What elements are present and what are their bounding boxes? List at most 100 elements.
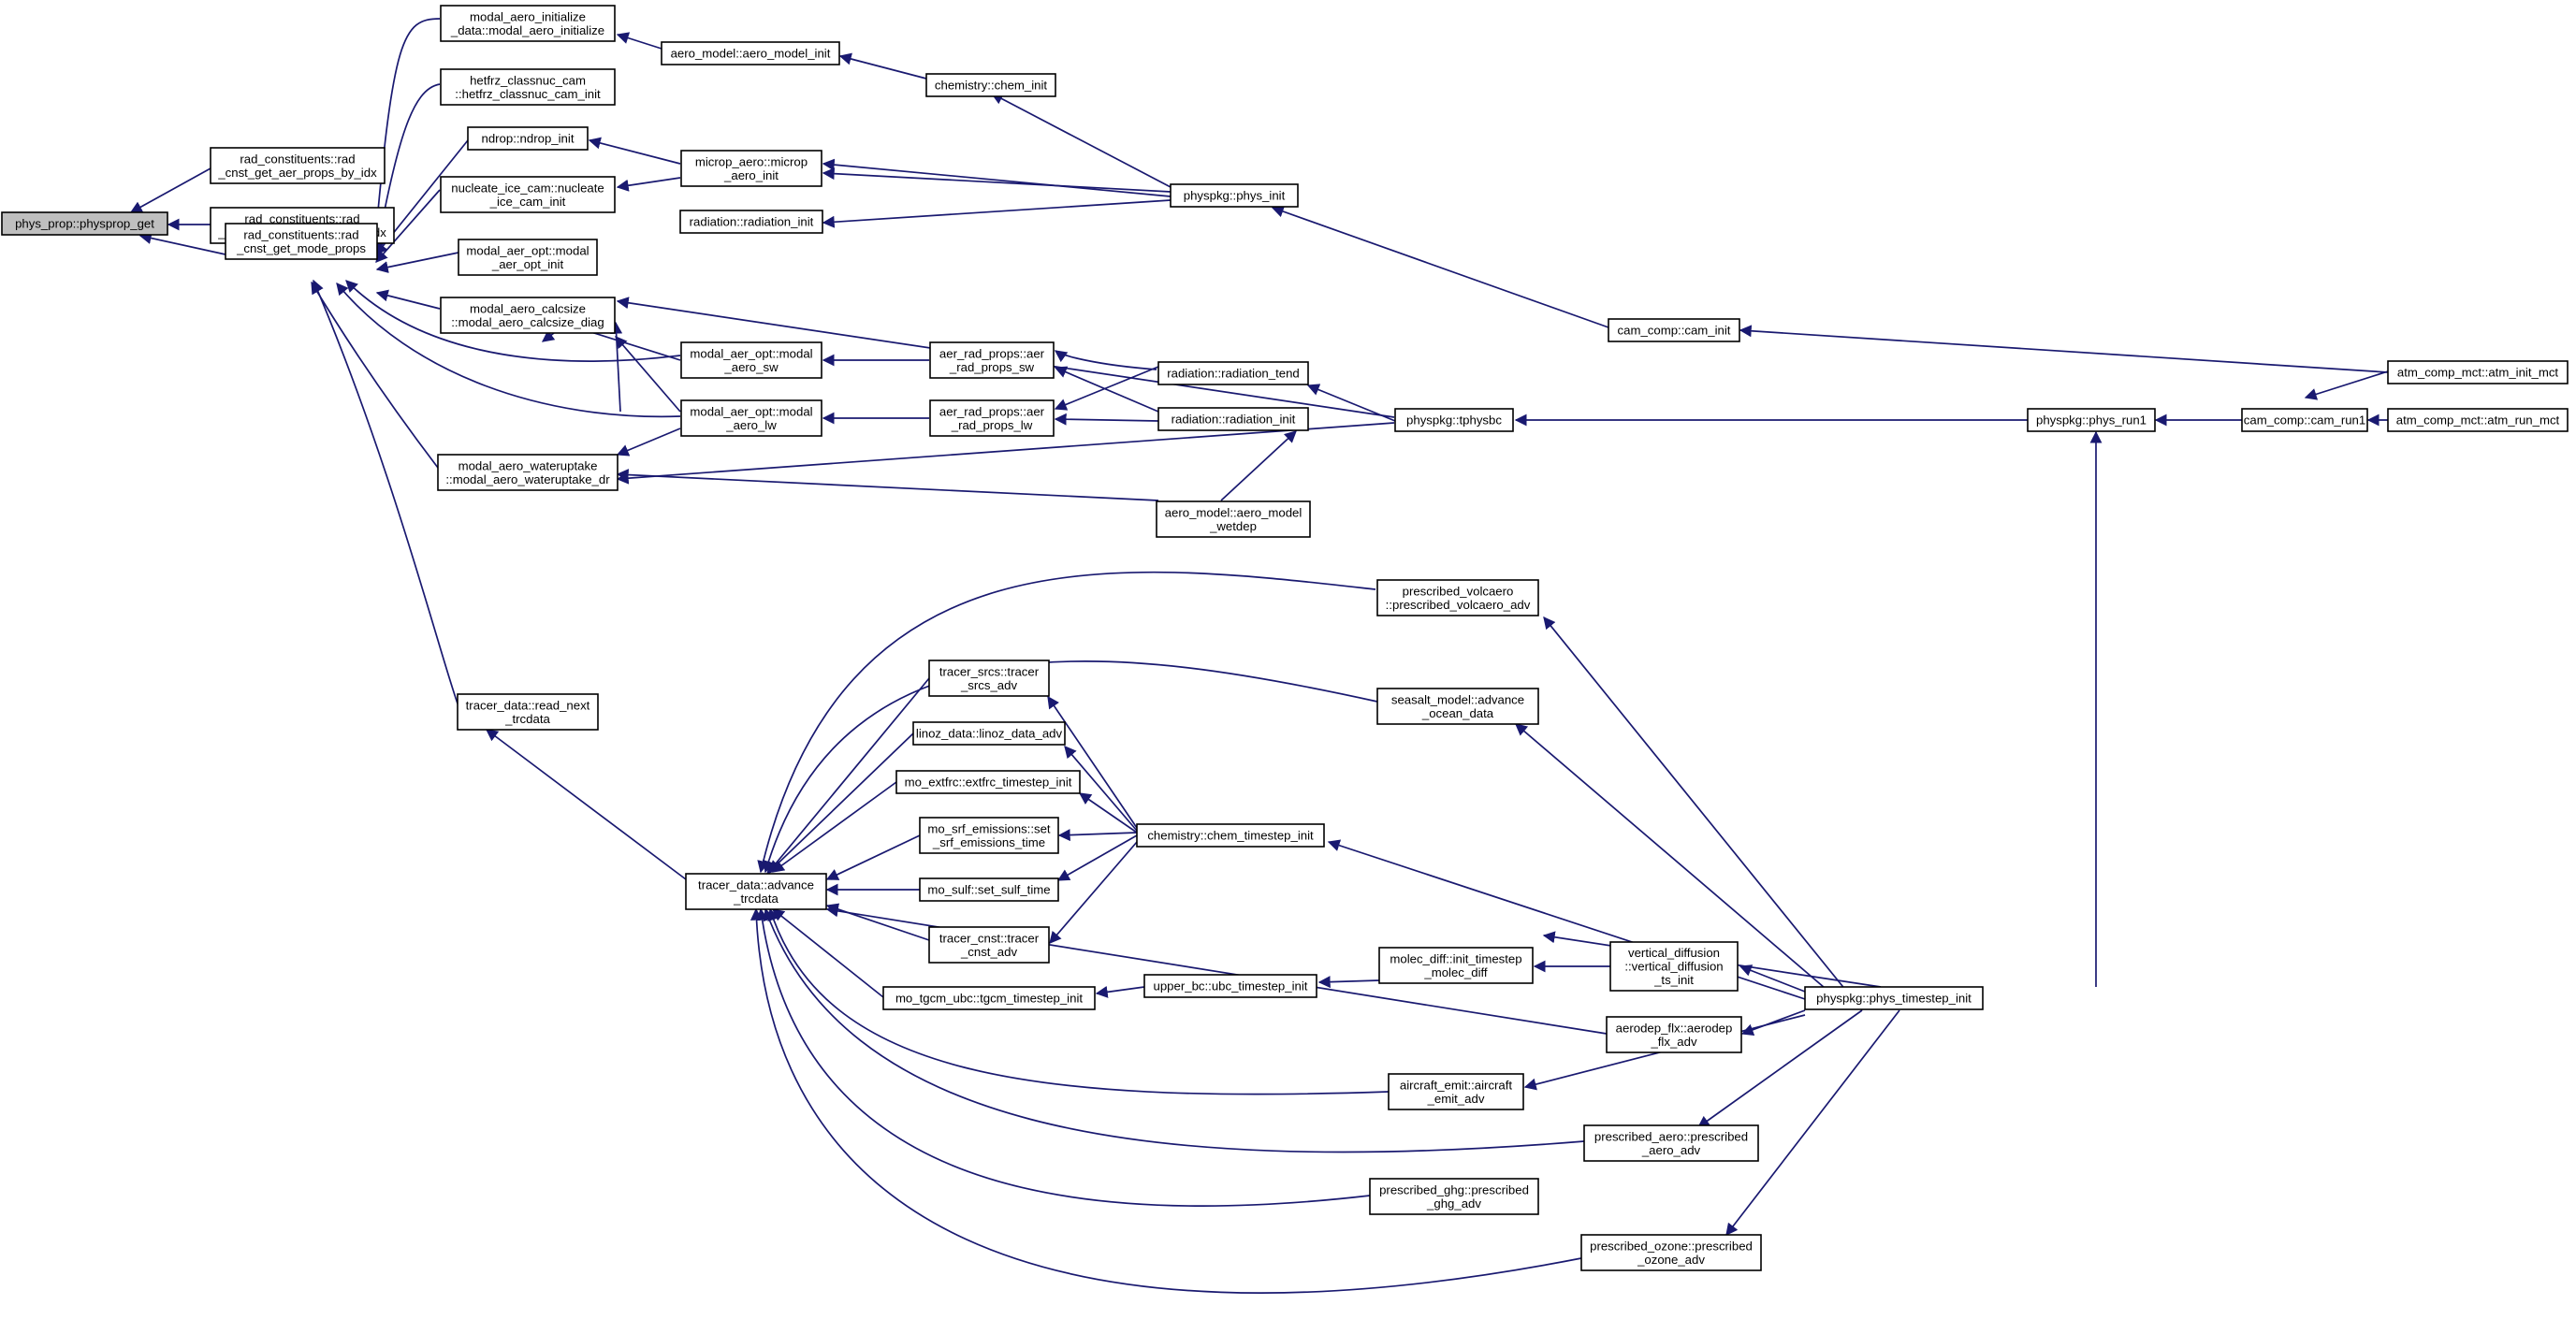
node-nucleate[interactable]: nucleate_ice_cam::nucleate_ice_cam_init (440, 176, 616, 213)
node-tracer-cnst[interactable]: tracer_cnst::tracer_cnst_adv (928, 926, 1050, 964)
node-mo-sulf[interactable]: mo_sulf::set_sulf_time (919, 877, 1059, 902)
node-seasalt[interactable]: seasalt_model::advance_ocean_data (1376, 688, 1539, 725)
node-label: aircraft_emit::aircraft (1400, 1078, 1513, 1092)
node-box (1170, 183, 1299, 208)
node-box (1378, 947, 1534, 984)
node-box (1608, 318, 1740, 342)
node-label: aer_rad_props::aer (939, 404, 1045, 418)
node-cam-init[interactable]: cam_comp::cam_init (1608, 318, 1740, 342)
node-label: ::vertical_diffusion (1624, 960, 1723, 974)
node-box (1583, 1124, 1759, 1162)
call-edge (1078, 792, 1138, 834)
node-label: phys_prop::physprop_get (15, 217, 154, 231)
call-edge (1064, 746, 1138, 832)
node-ndrop[interactable]: ndrop::ndrop_init (467, 126, 589, 151)
node-rad-tend[interactable]: radiation::radiation_tend (1157, 361, 1309, 385)
node-presc-ghg[interactable]: prescribed_ghg::prescribed_ghg_adv (1369, 1178, 1539, 1215)
node-modal-aero-init[interactable]: modal_aero_initialize_data::modal_aero_i… (440, 5, 616, 42)
node-tracer-srcs[interactable]: tracer_srcs::tracer_srcs_adv (928, 660, 1050, 697)
node-vdiff[interactable]: vertical_diffusion::vertical_diffusion_t… (1609, 941, 1739, 992)
node-box (225, 223, 378, 260)
node-mao-lw[interactable]: modal_aer_opt::modal_aero_lw (680, 399, 822, 437)
call-edge (822, 158, 1172, 197)
node-label: _aero_lw (725, 418, 777, 432)
call-edge (767, 907, 1390, 1095)
call-edge (375, 252, 459, 273)
node-aero-wetdep[interactable]: aero_model::aero_model_wetdep (1156, 500, 1311, 538)
node-phys-prop[interactable]: phys_prop::physprop_get (1, 211, 168, 236)
node-label: modal_aer_opt::modal (466, 243, 589, 257)
node-box (2027, 408, 2156, 432)
node-presc-aero[interactable]: prescribed_aero::prescribed_aero_adv (1583, 1124, 1759, 1162)
node-rad-init2[interactable]: radiation::radiation_init (1157, 407, 1309, 431)
node-presc-ozone[interactable]: prescribed_ozone::prescribed_ozone_adv (1580, 1234, 1762, 1271)
node-hetfrz[interactable]: hetfrz_classnuc_cam::hetfrz_classnuc_cam… (440, 68, 616, 106)
node-box (929, 341, 1055, 379)
call-edge (616, 422, 1395, 485)
call-edge (1543, 616, 1863, 1011)
node-linoz[interactable]: linoz_data::linoz_data_adv (912, 721, 1066, 746)
call-edge (766, 677, 930, 876)
node-chem-init[interactable]: chemistry::chem_init (925, 73, 1056, 97)
node-box (1376, 688, 1539, 725)
call-edge (768, 732, 914, 873)
node-aero-model-init[interactable]: aero_model::aero_model_init (661, 41, 840, 65)
call-edge (822, 167, 1172, 193)
node-mo-extfrc[interactable]: mo_extfrc::extfrc_timestep_init (895, 770, 1081, 794)
call-edge (616, 428, 681, 457)
node-label: _rad_props_lw (951, 418, 1033, 432)
node-aircraft[interactable]: aircraft_emit::aircraft_emit_adv (1388, 1073, 1524, 1110)
node-phys-ts[interactable]: physpkg::phys_timestep_init (1804, 986, 1984, 1010)
node-mo-tgcm[interactable]: mo_tgcm_ubc::tgcm_timestep_init (882, 986, 1096, 1010)
node-label: mo_extfrc::extfrc_timestep_init (905, 776, 1072, 790)
call-edge (1054, 413, 1159, 426)
node-box (1157, 407, 1309, 431)
node-calcsize[interactable]: modal_aero_calcsize::modal_aero_calcsize… (440, 297, 616, 334)
node-microp[interactable]: microp_aero::microp_aero_init (680, 150, 822, 187)
node-rad-init[interactable]: radiation::radiation_init (679, 210, 823, 234)
node-rc-mode-props[interactable]: rad_constituents::rad_cnst_get_mode_prop… (225, 223, 378, 260)
node-phys-run1[interactable]: physpkg::phys_run1 (2027, 408, 2156, 432)
node-molec[interactable]: molec_diff::init_timestep_molec_diff (1378, 947, 1534, 984)
node-label: tracer_data::read_next (466, 698, 590, 712)
node-label: physpkg::phys_run1 (2036, 413, 2147, 428)
node-chem-ts[interactable]: chemistry::chem_timestep_init (1136, 823, 1325, 848)
node-label: _molec_diff (1423, 965, 1488, 979)
node-arp-lw[interactable]: aer_rad_props::aer_rad_props_lw (929, 399, 1055, 437)
node-box (210, 147, 386, 184)
node-atm-init[interactable]: atm_comp_mct::atm_init_mct (2387, 360, 2569, 384)
node-label: aer_rad_props::aer (939, 346, 1045, 360)
node-label: _flx_adv (1650, 1035, 1697, 1049)
node-box (1157, 361, 1309, 385)
node-label: rad_constituents::rad (244, 211, 359, 225)
node-cam-run1[interactable]: cam_comp::cam_run1 (2241, 408, 2368, 432)
call-edge (763, 907, 1585, 1153)
call-edge (485, 729, 687, 880)
node-tphysbc[interactable]: physpkg::tphysbc (1394, 408, 1514, 432)
node-upper-bc[interactable]: upper_bc::ubc_timestep_init (1143, 974, 1317, 998)
call-edge (990, 93, 1172, 188)
node-label: _trcdata (733, 892, 779, 906)
node-label: _data::modal_aero_initialize (450, 23, 604, 37)
node-mao-init[interactable]: modal_aer_opt::modal_aer_opt_init (458, 239, 598, 276)
node-read-next[interactable]: tracer_data::read_next_trcdata (457, 693, 599, 731)
node-advance-trc[interactable]: tracer_data::advance_trcdata (685, 873, 827, 910)
node-box (440, 176, 616, 213)
node-mao-sw[interactable]: modal_aer_opt::modal_aero_sw (680, 341, 822, 379)
node-phys-init[interactable]: physpkg::phys_init (1170, 183, 1299, 208)
node-atm-run[interactable]: atm_comp_mct::atm_run_mct (2387, 408, 2569, 432)
node-aerodep[interactable]: aerodep_flx::aerodep_flx_adv (1606, 1016, 1742, 1053)
node-label: tracer_srcs::tracer (939, 664, 1040, 678)
call-edge (771, 781, 897, 873)
node-label: prescribed_ozone::prescribed (1590, 1239, 1753, 1253)
node-mo-srf[interactable]: mo_srf_emissions::set_srf_emissions_time (919, 817, 1059, 854)
node-label: atm_comp_mct::atm_run_mct (2396, 413, 2560, 428)
node-presc-volc[interactable]: prescribed_volcaero::prescribed_volcaero… (1376, 579, 1539, 616)
node-rc-aer-props[interactable]: rad_constituents::rad_cnst_get_aer_props… (210, 147, 386, 184)
node-label: prescribed_aero::prescribed (1594, 1129, 1748, 1143)
call-edge (2304, 370, 2389, 400)
node-label: prescribed_volcaero (1403, 584, 1514, 598)
node-box (919, 817, 1059, 854)
node-wateruptake[interactable]: modal_aero_wateruptake::modal_aero_water… (437, 454, 619, 491)
node-arp-sw[interactable]: aer_rad_props::aer_rad_props_sw (929, 341, 1055, 379)
